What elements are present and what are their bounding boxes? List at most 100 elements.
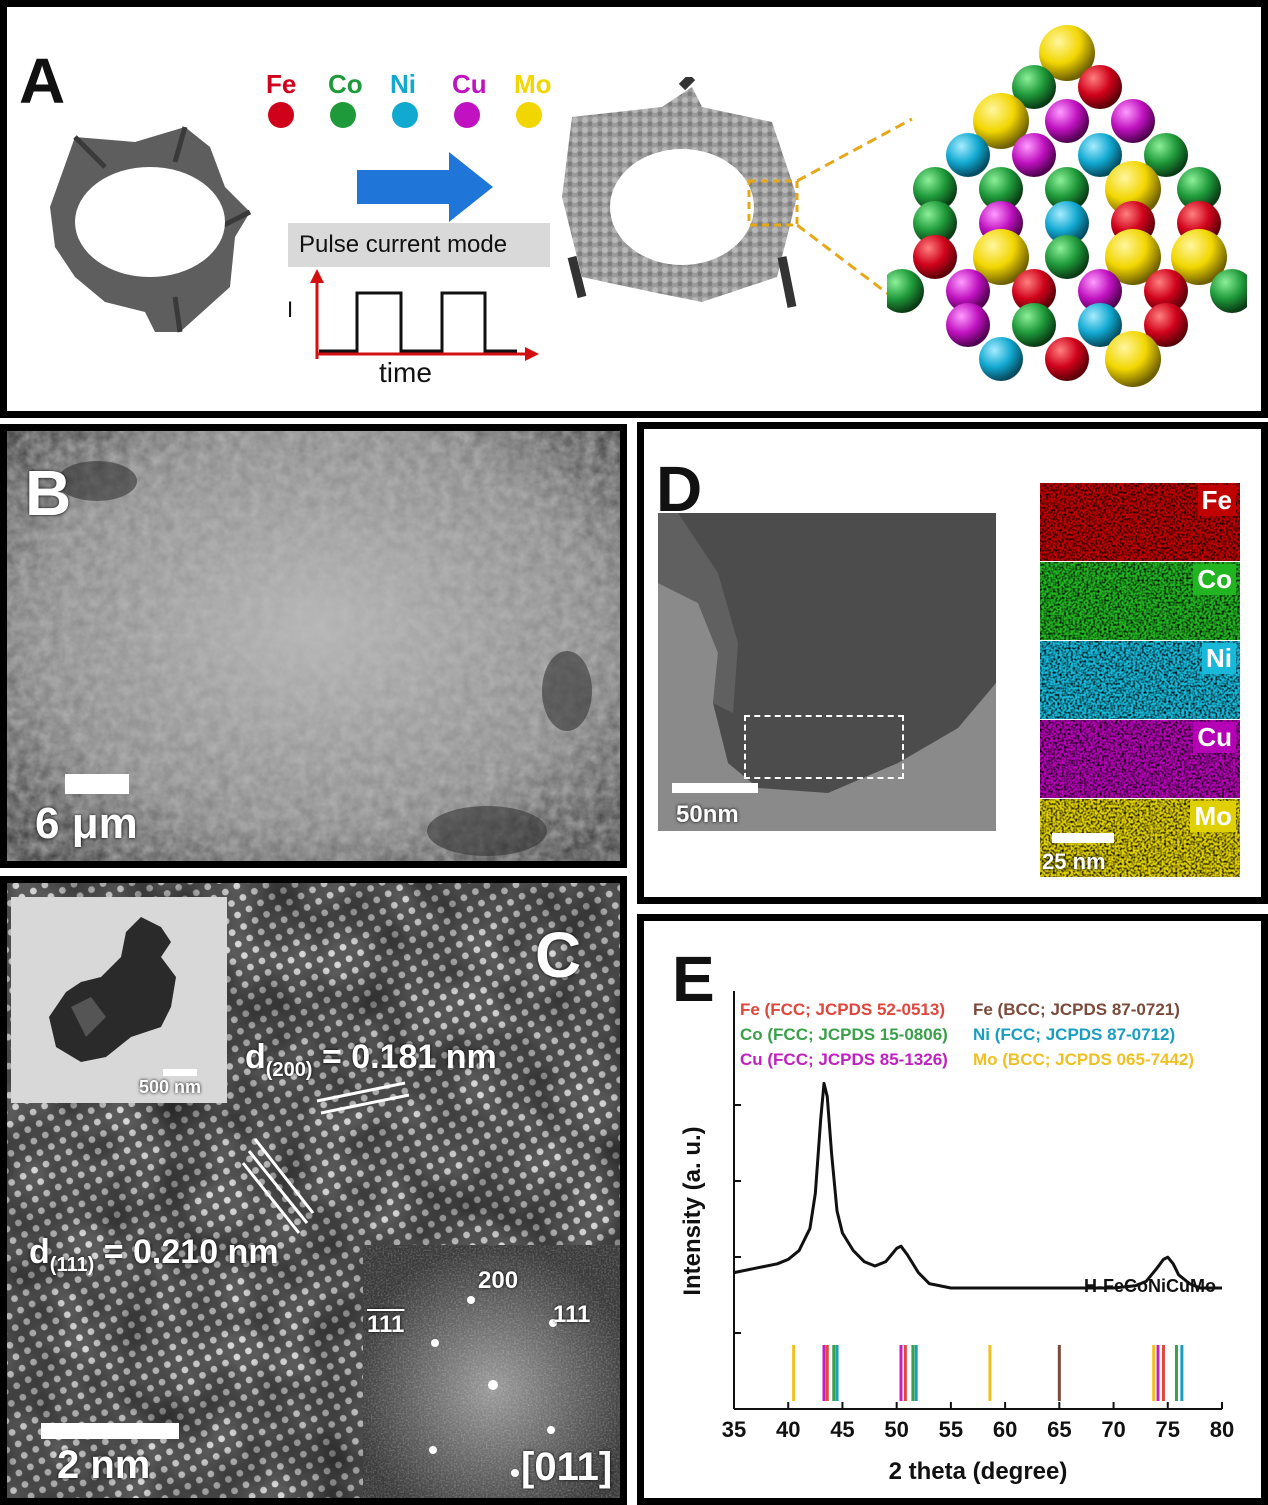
particle-image [49,917,176,1062]
coated-frame-illustration [562,77,799,308]
maps-scale-label: 25 nm [1042,849,1106,874]
eds-map-label-mo: Mo [1190,801,1236,832]
element-dot-co [330,102,356,128]
fft-spot-11-1-text: 111 [367,1311,405,1338]
atom-cu [1045,99,1089,143]
panel-e: E Fe (FCC; JCPDS 52-0513) Fe (BCC; JCPDS… [637,914,1268,1505]
d200-value: = 0.181 nm [321,1038,497,1076]
eds-map-cu: Cu [1040,720,1240,798]
element-dot-cu [454,102,480,128]
atom-co [1012,303,1056,347]
d200-annotation: d(200) = 0.181 nm [245,1038,497,1082]
panel-d-label: D [656,453,703,525]
x-tick-label: 65 [1047,1417,1071,1442]
x-tick-label: 55 [939,1417,963,1442]
legend-fe-fcc: Fe (FCC; JCPDS 52-0513) [740,1000,946,1019]
atom-co [1177,167,1221,211]
panel-a-label: A [19,45,66,117]
element-label-ni: Ni [390,69,416,99]
atom-co [1144,133,1188,177]
x-tick-label: 50 [884,1417,908,1442]
atom-cu [946,269,990,313]
eds-map-label-fe: Fe [1197,485,1236,516]
x-axis-label: 2 theta (degree) [889,1458,1068,1485]
current-axis-label: I [287,297,294,322]
atom-co [1210,269,1247,313]
legend-mo-bcc: Mo (BCC; JCPDS 065-7442) [973,1050,1195,1069]
pulse-mode-label: Pulse current mode [299,231,508,258]
legend-cu-fcc: Cu (FCC; JCPDS 85-1326) [740,1050,948,1069]
atom-ni [946,133,990,177]
zone-axis-label: [011] [521,1445,613,1489]
eds-map-noise [1040,483,1240,561]
atom-co [887,269,924,313]
time-axis-label: time [379,357,432,388]
element-dot-fe [268,102,294,128]
atom-co [913,201,957,245]
element-label-mo: Mo [514,69,552,99]
eds-map-co: Co [1040,562,1240,640]
atom-mo [1039,25,1095,81]
legend-ni-fcc: Ni (FCC; JCPDS 87-0712) [973,1025,1176,1044]
selection-box [744,715,904,779]
panel-c-label: C [535,919,582,991]
atom-mo [973,93,1029,149]
scale-label: 2 nm [57,1443,151,1487]
legend-co-fcc: Co (FCC; JCPDS 15-0806) [740,1025,948,1044]
tem-inset: 500 nm [11,897,227,1103]
atom-mo [1105,161,1161,217]
atom-mo [1105,229,1161,285]
atom-cu [946,303,990,347]
atom-co [1012,65,1056,109]
eds-map-ni: Ni [1040,641,1240,719]
eds-map-noise [1040,562,1240,640]
xrd-pattern-line [733,1081,1222,1290]
eds-map-fe: Fe [1040,483,1240,561]
x-tick-label: 75 [1156,1417,1180,1442]
eds-map-label-ni: Ni [1202,643,1236,674]
atom-co [1045,235,1089,279]
atom-ni [1078,303,1122,347]
substrate-frame-illustration [50,126,252,333]
scale-bar [41,1423,179,1439]
process-arrow-icon [357,152,493,222]
scale-bar [65,774,129,794]
legend-fe-bcc: Fe (BCC; JCPDS 87-0721) [973,1000,1180,1019]
fft-inset: 200 111 111 [011] [363,1245,620,1498]
panel-c: 500 nm C d(200) = 0.181 nm d(111) = 0.21… [0,876,627,1505]
maps-scale-bar [1052,833,1114,843]
x-tick-label: 60 [993,1417,1017,1442]
atom-cu [1111,99,1155,143]
y-axis-label: Intensity (a. u.) [679,1126,706,1295]
haadf-image: 50nm [658,513,996,831]
x-tick-label: 45 [830,1417,854,1442]
scale-label: 50nm [676,801,739,828]
atom-co [1045,167,1089,211]
inset-scale-label: 500 nm [139,1077,202,1097]
element-label-cu: Cu [452,69,487,99]
fft-spot-111: 111 [553,1301,591,1328]
scale-label: 6 μm [35,799,138,848]
panel-e-label: E [672,943,715,1015]
atom-ni [979,337,1023,381]
d111-value: = 0.210 nm [103,1233,279,1271]
d111-prefix: d [29,1233,50,1271]
atom-lattice-illustration [887,25,1247,387]
atom-fe [1012,269,1056,313]
panel-b: B 6 μm [0,424,627,868]
atom-fe [1045,337,1089,381]
d200-sub: (200) [265,1058,313,1081]
scale-bar [672,783,758,793]
atom-mo [1105,331,1161,387]
atom-ni [1078,133,1122,177]
pulse-waveform [310,269,539,361]
eds-map-label-cu: Cu [1193,722,1236,753]
xrd-chart: Intensity (a. u.) 2 theta (degree) H-FeC… [679,991,1234,1485]
x-tick-label: 80 [1210,1417,1234,1442]
eds-map-mo: Mo [1040,799,1240,877]
element-dot-mo [516,102,542,128]
element-label-fe: Fe [266,69,297,99]
atom-cu [1078,269,1122,313]
